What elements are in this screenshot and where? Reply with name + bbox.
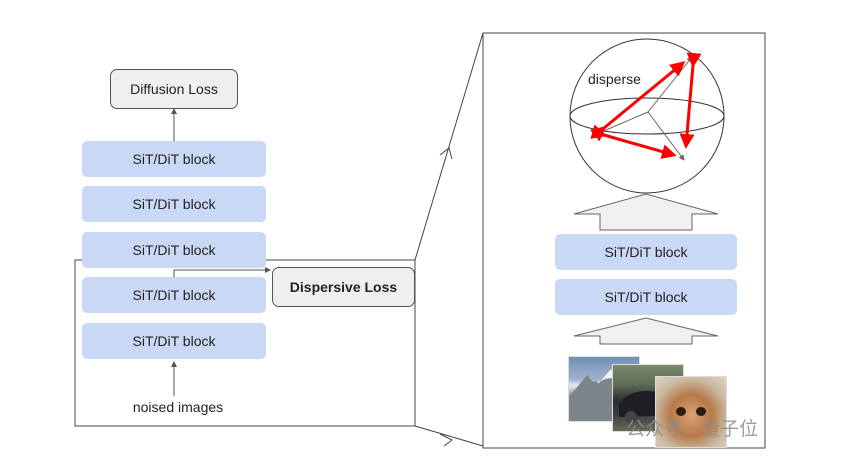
up-arrow-bottom bbox=[573, 317, 719, 345]
diffusion-loss-box: Diffusion Loss bbox=[110, 69, 238, 109]
zoom-line-top bbox=[414, 32, 484, 261]
sphere bbox=[569, 38, 725, 194]
sit-dit-block-3: SiT/DiT block bbox=[82, 232, 266, 268]
dispersive-loss-box: Dispersive Loss bbox=[272, 267, 415, 307]
sit-dit-block-5: SiT/DiT block bbox=[82, 323, 266, 359]
disperse-arrows bbox=[589, 52, 702, 159]
disperse-label: disperse bbox=[588, 71, 641, 87]
watermark: 公众号 · 量子位 bbox=[626, 418, 759, 440]
noised-images-label: noised images bbox=[132, 399, 224, 415]
zoom-target-frame bbox=[482, 32, 766, 449]
right-sit-dit-block-1: SiT/DiT block bbox=[555, 234, 737, 270]
sphere-equator bbox=[569, 97, 725, 135]
up-arrow-top bbox=[573, 193, 719, 231]
right-sit-dit-block-2: SiT/DiT block bbox=[555, 279, 737, 315]
sit-dit-block-2: SiT/DiT block bbox=[82, 186, 266, 222]
arrow-to-dispersive-loss bbox=[173, 267, 271, 277]
zoom-line-bottom bbox=[414, 425, 484, 447]
sit-dit-block-4: SiT/DiT block bbox=[82, 277, 266, 313]
sit-dit-block-1: SiT/DiT block bbox=[82, 141, 266, 177]
kitten-photo bbox=[655, 376, 727, 448]
